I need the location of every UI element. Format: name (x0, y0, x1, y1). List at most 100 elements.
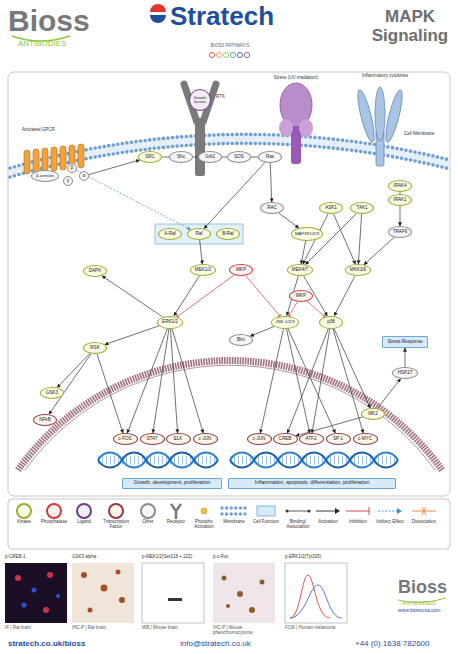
protein-node: ASK1 (319, 202, 343, 214)
legend-text: Indirect Effect (374, 520, 406, 525)
dna-helix (98, 456, 218, 465)
protein-node: RSK (83, 342, 107, 354)
legend-item: Phospho Activation (188, 502, 220, 530)
legend-text: Phosphatase (38, 520, 70, 525)
connector (97, 354, 123, 433)
protein-node: ELK (166, 433, 191, 445)
node-label: MEK4/7 (292, 268, 308, 273)
cytokine-receptor (375, 87, 385, 141)
sample-image (22, 603, 27, 608)
protein-node: SOS (227, 151, 251, 163)
sample-image (116, 570, 121, 575)
logo-mark (244, 52, 249, 57)
node-label: MKP (236, 268, 246, 273)
connector (162, 157, 169, 158)
node-label: Stress Response (388, 340, 423, 345)
text-label: IHC-P | Rat brain (72, 626, 138, 631)
legend-item: Dissociation (408, 502, 440, 525)
sample-image (88, 608, 93, 613)
node-label: TAK1 (356, 206, 367, 211)
sample-image (119, 597, 125, 603)
connector (301, 241, 305, 264)
protein-node: c-FOS (113, 433, 138, 445)
cytokine-receptor (355, 89, 378, 144)
text-label: www.biossusa.com (398, 608, 456, 614)
node-label: SOS (234, 155, 244, 160)
legend-sample (100, 502, 132, 520)
node-label: RSK (90, 346, 99, 351)
legend-symbol (286, 510, 289, 513)
sample-image (249, 607, 255, 613)
protein-node: MEK1/2 (190, 264, 216, 276)
function-box: Inflammation, apoptosis, differentiation… (228, 478, 396, 489)
node-label: ERK1/2 (162, 320, 178, 325)
protein-node: DAPK (83, 265, 107, 277)
sample-image (32, 588, 37, 593)
protein-node: p38 (319, 316, 343, 329)
gpcr-receptor (24, 150, 30, 174)
logo-mark (230, 52, 235, 57)
protein-node: JNK 1/2/3 (271, 316, 299, 329)
legend-text: Transcription Factor (100, 520, 132, 530)
node-label: MKK3/6 (350, 268, 366, 273)
text-label: p-CREB-1 (5, 555, 71, 560)
text-label: GSK3 alpha (72, 555, 138, 560)
connector (127, 328, 167, 433)
sample-image (226, 604, 230, 608)
connector (287, 328, 328, 433)
connector (334, 276, 355, 316)
connector (400, 206, 401, 226)
gpcr-receptor (60, 146, 66, 170)
logo-mark (150, 15, 166, 23)
legend-text: Activation (312, 520, 344, 525)
sample-image (56, 594, 60, 598)
node-label: c-JUN (253, 437, 266, 442)
connector (177, 275, 234, 317)
dna-helix (98, 453, 398, 468)
connector (377, 379, 400, 409)
text-label: WB | Mouse brain (142, 626, 208, 631)
connector (307, 301, 325, 316)
legend-sample (8, 502, 40, 520)
text-label: stratech.co.uk/bioss (8, 640, 128, 649)
sample-image (168, 598, 182, 601)
node-label: Inflammation, apoptosis, differentiation… (255, 480, 369, 485)
node-label: MK2 (368, 412, 377, 417)
legend-symbol (171, 504, 181, 519)
legend-item: Activation (312, 502, 344, 525)
text-label: Bioss (8, 4, 98, 37)
connector (260, 328, 283, 433)
frame (8, 72, 450, 496)
stress-receptor (279, 83, 313, 164)
protein-node: β-arrestin (31, 170, 59, 182)
legend-symbol (17, 504, 31, 518)
legend-item: Binding/ Association (282, 502, 314, 530)
legend-symbol (378, 511, 398, 512)
protein-node: γ (63, 176, 73, 186)
protein-node: MAP3K1/2/3 (291, 227, 323, 241)
function-box: Stress Response (382, 336, 428, 348)
stress-receptor (299, 119, 313, 137)
nucleus (18, 361, 442, 470)
text-label: Activated GPCR (22, 128, 82, 133)
legend-item: Receptor (160, 502, 192, 525)
sample-image (285, 563, 347, 623)
legend-item: Ligand (68, 502, 100, 525)
text-label: IF | Rat brain (5, 626, 71, 631)
text-label: +44 (0) 1638 782600 (355, 640, 455, 649)
node-label: p38 (327, 320, 335, 325)
protein-node: Raf (187, 228, 211, 240)
legend-sample (68, 502, 100, 520)
function-box: Growth, development, proliferation (122, 478, 222, 489)
node-label: c-FOS (118, 437, 131, 442)
node-label: TRAF6 (393, 230, 408, 235)
node-label: MKP (296, 294, 306, 299)
frame (8, 499, 450, 549)
protein-node: c-JUN (193, 433, 218, 445)
protein-node: Shc (169, 151, 193, 163)
connector (172, 328, 203, 433)
node-label: A-Raf (164, 232, 176, 237)
